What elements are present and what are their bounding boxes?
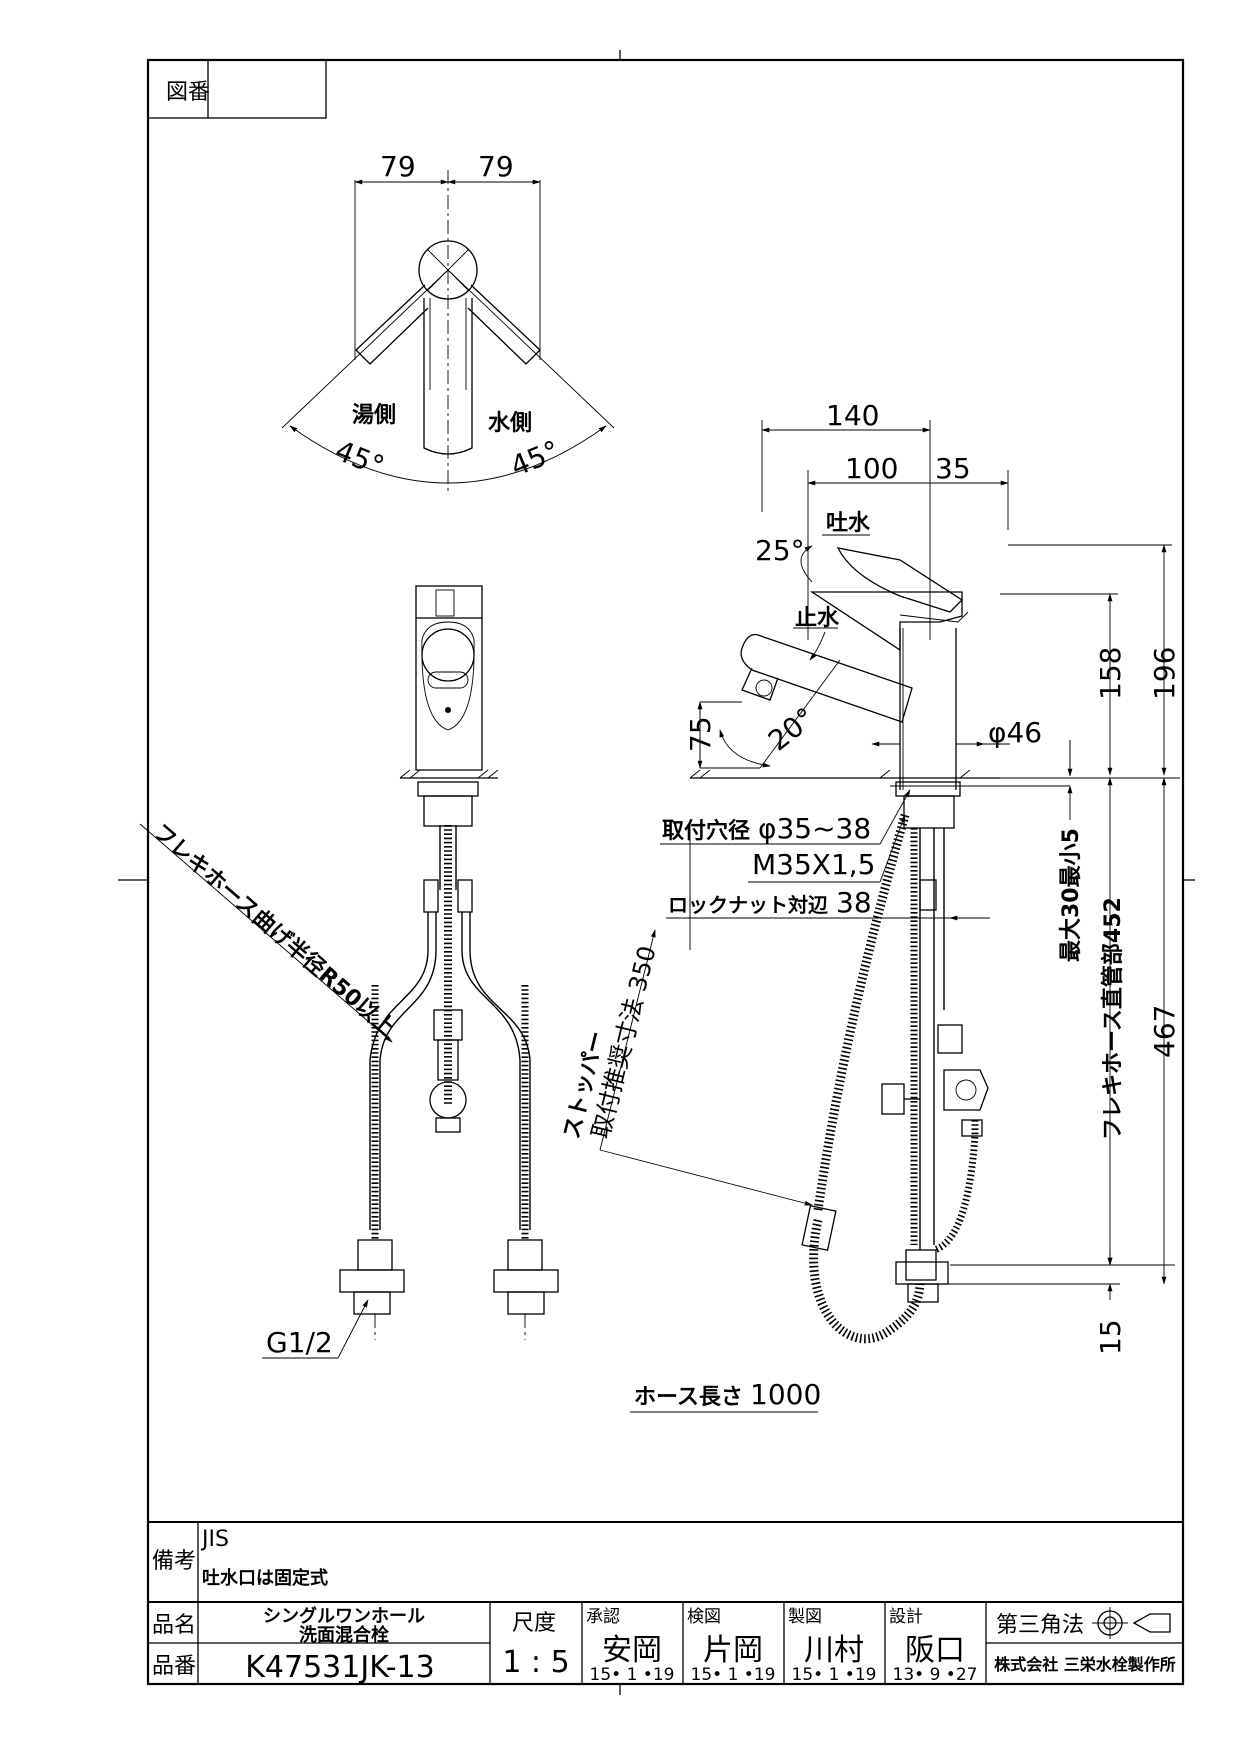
dim-15: 15 — [1094, 1319, 1127, 1355]
hose-length-value: 1000 — [750, 1378, 821, 1411]
company-name: 株式会社 三栄水栓製作所 — [994, 1655, 1176, 1674]
dim-196: 196 — [1148, 647, 1181, 700]
hinmei-line-1: シングルワンホール — [263, 1605, 425, 1627]
angle-20: 20° — [762, 701, 821, 758]
angle-45-right: 45° — [506, 434, 564, 483]
bend-radius-note: フレキホース曲げ半径R50以上 — [148, 819, 400, 1042]
stop-label: 止水 — [795, 606, 840, 631]
approval-date-3: 13• 9 •27 — [893, 1665, 978, 1685]
locknut-label: ロックナット対辺 — [668, 893, 828, 917]
approval-name-2: 川村 — [804, 1633, 864, 1668]
zuban-label: 図番 — [166, 80, 210, 105]
approval-name-3: 阪口 — [905, 1633, 965, 1668]
title-block: 備考 JIS 吐水口は固定式 品名 シングルワンホール 洗面混合栓 品番 K47… — [148, 1521, 1183, 1685]
m35-thread: M35X1,5 — [752, 848, 876, 881]
hinban-value: K47531JK-13 — [245, 1650, 434, 1685]
dim-79-right: 79 — [478, 150, 514, 183]
hinmei-line-2: 洗面混合栓 — [299, 1624, 389, 1646]
approval-date-2: 15• 1 •19 — [792, 1665, 877, 1685]
hot-side-label: 湯側 — [352, 403, 396, 428]
biko-line-1: JIS — [200, 1527, 229, 1552]
dim-79-left: 79 — [380, 150, 416, 183]
flex-straight-length: フレキホース直管部452 — [1100, 897, 1126, 1140]
dim-75: 75 — [684, 716, 717, 752]
top-view: 79 79 湯側 水側 45° 45° — [281, 150, 615, 495]
hole-value: φ35~38 — [758, 812, 871, 845]
approval-date-1: 15• 1 •19 — [691, 1665, 776, 1685]
approval-role-2: 製図 — [788, 1607, 822, 1627]
biko-label: 備考 — [152, 1549, 196, 1574]
hinmei-label: 品名 — [152, 1613, 196, 1638]
angle-25: 25° — [755, 534, 805, 567]
dim-140: 140 — [826, 399, 879, 432]
side-view: 140 100 35 吐水 25° 止水 75 20° φ46 — [560, 399, 1181, 1413]
approval-name-0: 安岡 — [602, 1633, 662, 1668]
dim-35: 35 — [935, 452, 971, 485]
dim-158: 158 — [1094, 647, 1127, 700]
counter-thickness: 最大30最小5 — [1059, 828, 1084, 962]
spout-label: 吐水 — [826, 511, 871, 536]
approval-role-1: 検図 — [687, 1607, 721, 1627]
scale-label: 尺度 — [512, 1611, 556, 1636]
scale-value: 1 : 5 — [502, 1645, 569, 1680]
dia-46: φ46 — [988, 716, 1042, 749]
approval-role-0: 承認 — [586, 1607, 620, 1627]
g-thread-label: G1/2 — [266, 1326, 333, 1359]
angle-45-left: 45° — [330, 434, 388, 483]
cold-side-label: 水側 — [488, 411, 532, 436]
hinban-label: 品番 — [152, 1654, 196, 1679]
approval-name-1: 片岡 — [703, 1633, 763, 1668]
third-angle-projection-icon — [1092, 1607, 1171, 1639]
dim-100: 100 — [845, 452, 898, 485]
sheet-border — [118, 50, 1195, 1695]
projection-label: 第三角法 — [996, 1613, 1084, 1638]
front-view: フレキホース曲げ半径R50以上 G1/2 — [139, 585, 559, 1359]
approval-role-3: 設計 — [889, 1607, 923, 1627]
dim-467: 467 — [1148, 1005, 1181, 1058]
hole-label: 取付穴径 — [662, 818, 750, 844]
drawing-number-box: 図番 — [147, 59, 327, 119]
approval-date-0: 15• 1 •19 — [590, 1665, 675, 1685]
biko-line-2: 吐水口は固定式 — [202, 1567, 328, 1589]
locknut-value: 38 — [836, 886, 872, 919]
hose-length-label: ホース長さ — [634, 1385, 743, 1410]
